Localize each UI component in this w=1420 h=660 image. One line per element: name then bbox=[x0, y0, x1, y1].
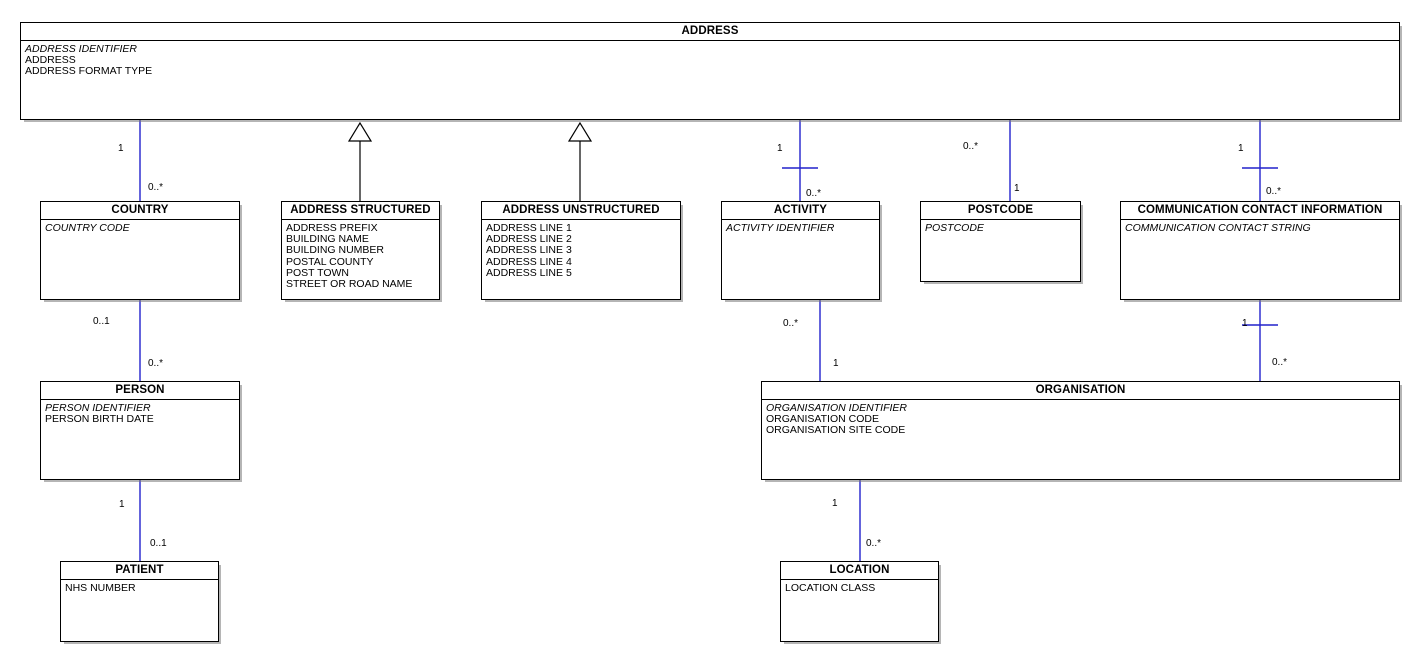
attribute: ORGANISATION IDENTIFIER bbox=[766, 402, 907, 414]
attribute: ADDRESS LINE 3 bbox=[486, 244, 572, 257]
multiplicity-label-source: 1 bbox=[832, 498, 838, 509]
generalization-arrowhead-icon bbox=[567, 121, 593, 142]
entity-attributes-activity: ACTIVITY IDENTIFIER bbox=[722, 220, 879, 234]
entity-title-address: ADDRESS bbox=[21, 23, 1399, 41]
multiplicity-label-target: 0..1 bbox=[150, 538, 167, 549]
attribute: ADDRESS LINE 2 bbox=[486, 233, 572, 246]
entity-title-activity: ACTIVITY bbox=[722, 202, 879, 220]
association-communication-organisation bbox=[1242, 300, 1278, 381]
entity-attributes-postcode: POSTCODE bbox=[921, 220, 1080, 234]
attribute: ORGANISATION CODE bbox=[766, 413, 879, 426]
multiplicity-label-target: 1 bbox=[833, 358, 839, 369]
multiplicity-label-target: 0..* bbox=[148, 182, 164, 193]
multiplicity-label-target: 0..* bbox=[1266, 186, 1282, 197]
attribute: BUILDING NAME bbox=[286, 233, 369, 246]
entity-attributes-location: LOCATION CLASS bbox=[781, 580, 938, 594]
generalization-arrowhead-icon bbox=[347, 121, 373, 142]
attribute: STREET OR ROAD NAME bbox=[286, 277, 413, 290]
entity-title-address-structured: ADDRESS STRUCTURED bbox=[282, 202, 439, 220]
generalization-address-unstructured-generalization bbox=[567, 121, 593, 201]
multiplicity-label-source: 1 bbox=[1242, 318, 1248, 329]
multiplicity-label-target: 0..* bbox=[806, 188, 822, 199]
entity-title-country: COUNTRY bbox=[41, 202, 239, 220]
entity-title-communication-contact-information: COMMUNICATION CONTACT INFORMATION bbox=[1121, 202, 1399, 220]
attribute: NHS NUMBER bbox=[65, 582, 136, 594]
attribute: ADDRESS LINE 4 bbox=[486, 255, 572, 268]
entity-attributes-communication-contact-information: COMMUNICATION CONTACT STRING bbox=[1121, 220, 1399, 234]
generalization-address-structured-generalization bbox=[347, 121, 373, 201]
multiplicity-label-target: 0..* bbox=[866, 538, 882, 549]
attribute: ADDRESS IDENTIFIER bbox=[25, 43, 138, 55]
entity-title-person: PERSON bbox=[41, 382, 239, 400]
attribute: ADDRESS PREFIX bbox=[286, 222, 378, 234]
attribute: POSTAL COUNTY bbox=[286, 255, 374, 268]
multiplicity-label-source: 0..* bbox=[783, 318, 799, 329]
attribute: PERSON BIRTH DATE bbox=[45, 413, 154, 426]
entity-title-address-unstructured: ADDRESS UNSTRUCTURED bbox=[482, 202, 680, 220]
entity-activity[interactable]: ACTIVITY ACTIVITY IDENTIFIER bbox=[721, 201, 880, 300]
attribute: COMMUNICATION CONTACT STRING bbox=[1125, 222, 1311, 234]
entity-title-organisation: ORGANISATION bbox=[762, 382, 1399, 400]
attribute: ADDRESS bbox=[25, 54, 76, 67]
multiplicity-label-target: 0..* bbox=[148, 358, 164, 369]
attribute: ADDRESS LINE 1 bbox=[486, 222, 572, 234]
attribute: ADDRESS FORMAT TYPE bbox=[25, 65, 153, 78]
attribute: POST TOWN bbox=[286, 266, 350, 279]
attribute: POSTCODE bbox=[925, 222, 984, 234]
attribute: LOCATION CLASS bbox=[785, 582, 876, 594]
entity-communication-contact-information[interactable]: COMMUNICATION CONTACT INFORMATION COMMUNI… bbox=[1120, 201, 1400, 300]
multiplicity-label-target: 0..* bbox=[1272, 357, 1288, 368]
multiplicity-label-source: 0..1 bbox=[93, 316, 110, 327]
entity-title-location: LOCATION bbox=[781, 562, 938, 580]
multiplicity-label-target: 1 bbox=[1014, 183, 1020, 194]
entity-title-postcode: POSTCODE bbox=[921, 202, 1080, 220]
multiplicity-label-source: 1 bbox=[1238, 143, 1244, 154]
entity-attributes-country: COUNTRY CODE bbox=[41, 220, 239, 234]
multiplicity-label-source: 1 bbox=[118, 143, 124, 154]
entity-postcode[interactable]: POSTCODE POSTCODE bbox=[920, 201, 1081, 282]
entity-attributes-patient: NHS NUMBER bbox=[61, 580, 218, 594]
entity-patient[interactable]: PATIENT NHS NUMBER bbox=[60, 561, 219, 642]
entity-title-patient: PATIENT bbox=[61, 562, 218, 580]
attribute: ADDRESS LINE 5 bbox=[486, 266, 572, 279]
multiplicity-label-source: 1 bbox=[119, 499, 125, 510]
multiplicity-label-source: 0..* bbox=[963, 141, 979, 152]
attribute: ACTIVITY IDENTIFIER bbox=[726, 222, 835, 234]
entity-location[interactable]: LOCATION LOCATION CLASS bbox=[780, 561, 939, 642]
attribute: ORGANISATION SITE CODE bbox=[766, 424, 906, 437]
attribute: PERSON IDENTIFIER bbox=[45, 402, 151, 414]
entity-country[interactable]: COUNTRY COUNTRY CODE bbox=[40, 201, 240, 300]
attribute: COUNTRY CODE bbox=[45, 222, 130, 234]
multiplicity-label-source: 1 bbox=[777, 143, 783, 154]
attribute: BUILDING NUMBER bbox=[286, 244, 385, 257]
